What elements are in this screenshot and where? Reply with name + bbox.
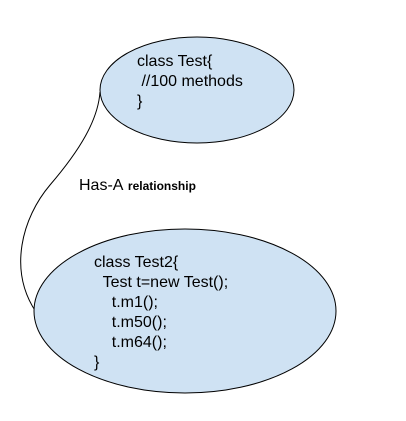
has-a-connector	[20, 91, 101, 313]
relationship-label-main: Has-A	[79, 177, 124, 194]
class-test2-line-4: t.m50();	[94, 314, 167, 331]
class-test-line-3: }	[137, 93, 143, 110]
class-test-line-2: //100 methods	[137, 73, 243, 90]
class-test2-line-6: }	[94, 354, 100, 371]
relationship-label-sub: relationship	[127, 179, 196, 193]
class-test2-line-5: t.m64();	[94, 334, 167, 351]
class-test2-line-3: t.m1();	[94, 294, 158, 311]
class-test2-ellipse	[33, 228, 337, 394]
class-test-ellipse	[99, 36, 295, 144]
relationship-label: Has-A relationship	[79, 176, 196, 196]
class-test2-line-2: Test t=new Test();	[94, 274, 229, 291]
class-test-line-1: class Test{	[137, 53, 213, 70]
class-test2-line-1: class Test2{	[94, 254, 179, 271]
